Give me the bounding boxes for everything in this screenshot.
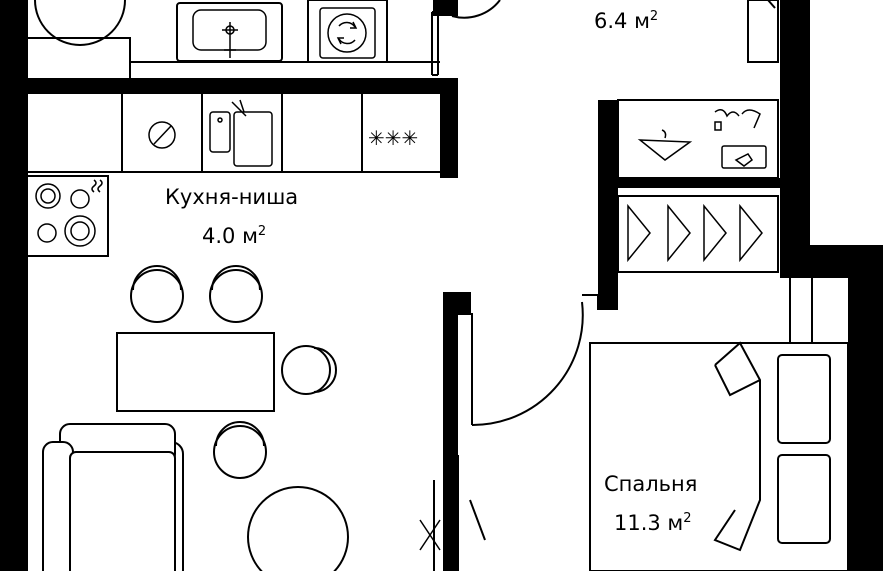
bedroom-area: 11.3 м [614, 511, 683, 535]
bedroom-name: Спальня [604, 472, 697, 496]
sink-icon [176, 2, 283, 62]
chair [281, 345, 337, 395]
armchair [42, 423, 184, 571]
kitchen-counter: ✳✳✳ [28, 94, 440, 173]
hall-area: 6.4 м [594, 9, 650, 33]
kitchen-area-unit-power: 2 [258, 224, 266, 239]
bathroom-fixtures [28, 0, 501, 78]
chair [130, 265, 184, 323]
svg-text:6.4 м2: 6.4 м2 [594, 9, 658, 33]
bed-icon [589, 341, 849, 571]
stove-icon [28, 175, 109, 257]
wardrobes [617, 0, 779, 273]
chair [213, 421, 267, 479]
svg-text:✳✳✳: ✳✳✳ [368, 126, 418, 150]
svg-text:11.3 м2: 11.3 м2 [614, 511, 692, 535]
fridge-icon: ✳✳✳ [368, 126, 418, 150]
hall-area-unit-power: 2 [650, 9, 658, 24]
kitchen-name: Кухня-ниша [165, 185, 298, 209]
dining-table [116, 332, 275, 412]
svg-text:4.0 м2: 4.0 м2 [202, 224, 266, 248]
dishwasher-icon [209, 99, 273, 167]
doors [419, 294, 599, 571]
room-label-kitchen: Кухня-ниша 4.0 м2 [165, 185, 298, 248]
oven-icon [148, 121, 176, 149]
round-table [247, 486, 349, 571]
dryer-icon [307, 0, 388, 63]
chair [209, 265, 263, 323]
room-label-hall: 6.4 м2 [594, 9, 658, 33]
bedroom-furniture [589, 278, 849, 571]
room-label-bedroom: Спальня 11.3 м2 [604, 472, 697, 535]
hanger-icon [637, 129, 693, 161]
bedroom-area-unit-power: 2 [683, 511, 691, 526]
dining-set [116, 265, 349, 571]
kitchen-area: 4.0 м [202, 224, 258, 248]
